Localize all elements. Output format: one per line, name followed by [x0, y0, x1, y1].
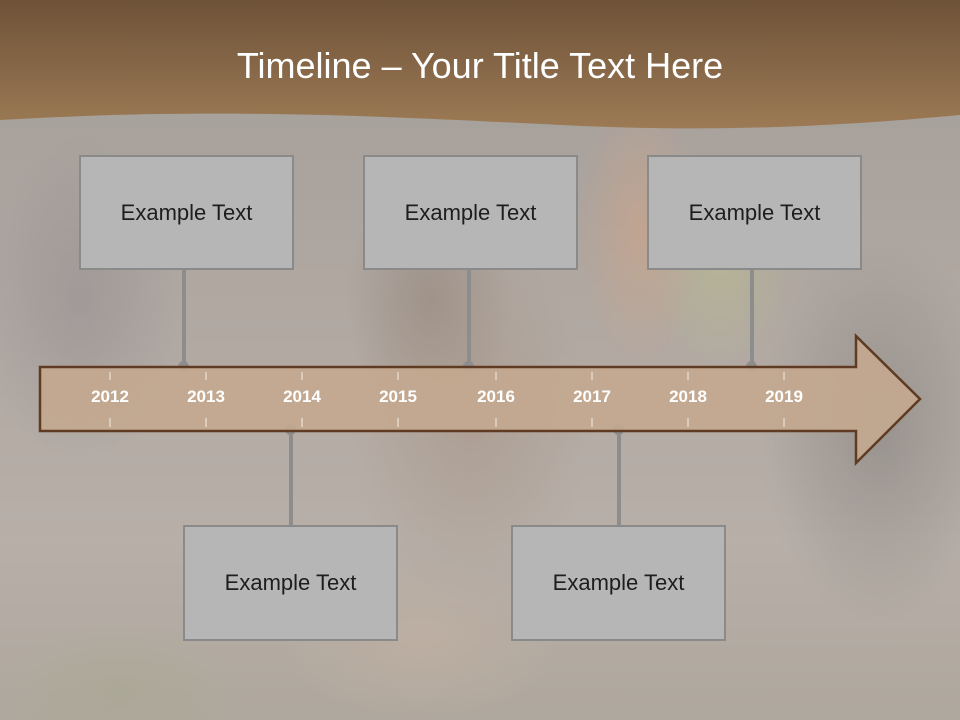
event-box-bottom-2[interactable]: Example Text — [511, 525, 726, 641]
event-box-bottom-1[interactable]: Example Text — [183, 525, 398, 641]
year-label-2012: 2012 — [91, 387, 129, 406]
slide-title: Timeline – Your Title Text Here — [236, 45, 724, 86]
year-label-2013: 2013 — [187, 387, 225, 406]
connector-line — [289, 430, 293, 527]
year-label-2014: 2014 — [283, 387, 321, 406]
connector-line — [750, 268, 754, 368]
event-box-top-2[interactable]: Example Text — [363, 155, 578, 270]
connector-line — [182, 268, 186, 368]
year-label-2018: 2018 — [669, 387, 707, 406]
year-label-2017: 2017 — [573, 387, 611, 406]
header-banner — [0, 0, 960, 129]
event-box-top-3[interactable]: Example Text — [647, 155, 862, 270]
year-label-2016: 2016 — [477, 387, 515, 406]
connector-line — [467, 268, 471, 368]
connector-line — [617, 430, 621, 527]
year-label-2019: 2019 — [765, 387, 803, 406]
event-box-top-1[interactable]: Example Text — [79, 155, 294, 270]
year-label-2015: 2015 — [379, 387, 417, 406]
